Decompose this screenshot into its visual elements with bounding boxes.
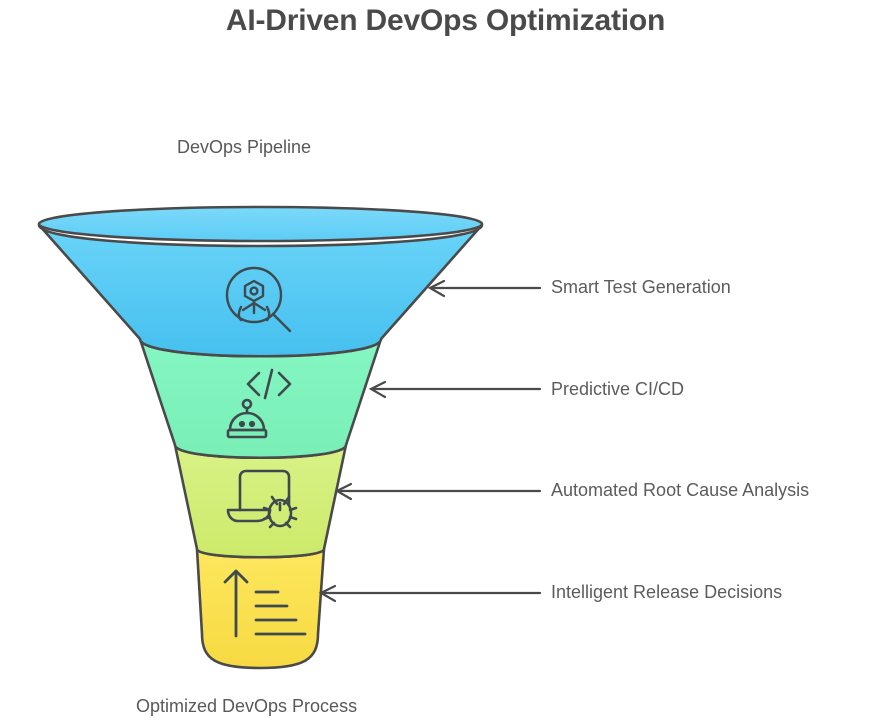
connector-arrow-3 <box>334 482 542 501</box>
stage-label-predictive-ci-cd[interactable]: Predictive CI/CD <box>551 379 685 399</box>
funnel-stage-4[interactable] <box>195 547 326 670</box>
ai-robot-magnifier-icon <box>225 266 292 333</box>
connector-arrow-2 <box>368 380 542 399</box>
robot-code-icon <box>226 368 292 439</box>
funnel-top-caption: DevOps Pipeline <box>177 137 312 157</box>
laptop-bug-icon <box>226 469 298 529</box>
connector-arrow-4 <box>318 584 542 603</box>
funnel-stage-1[interactable] <box>37 223 484 358</box>
funnel-top-rim <box>37 205 484 243</box>
stage-label-intelligent-release-decisions[interactable]: Intelligent Release Decisions <box>551 582 783 602</box>
stage-label-automated-root-cause-analysis[interactable]: Automated Root Cause Analysis <box>551 480 810 500</box>
page-title: AI-Driven DevOps Optimization <box>225 4 666 37</box>
funnel-stage-3[interactable] <box>173 443 348 559</box>
connector-arrow-1 <box>427 279 542 298</box>
ascending-arrow-icon <box>223 569 307 638</box>
stage-label-smart-test-generation[interactable]: Smart Test Generation <box>551 277 731 297</box>
funnel-bottom-caption: Optimized DevOps Process <box>136 696 358 716</box>
